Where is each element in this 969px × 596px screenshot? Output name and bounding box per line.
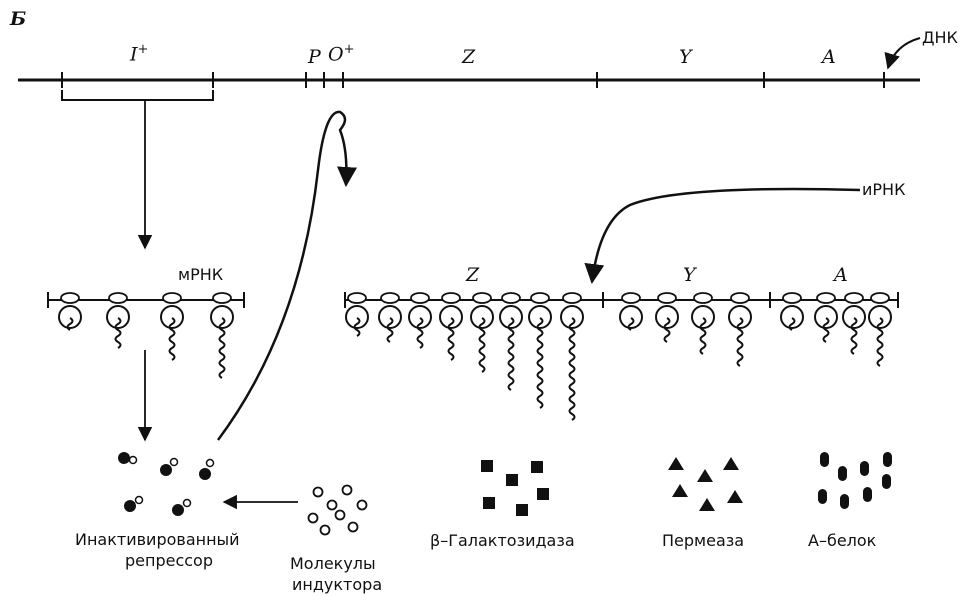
permease-molecules xyxy=(668,457,743,511)
ribosome xyxy=(528,292,552,409)
dna-label: ДНК xyxy=(922,28,958,47)
mrna-y-label: Y xyxy=(683,264,696,286)
panel-label: Б xyxy=(10,8,27,30)
inactivated-repressor-label-line1: Инактивированный xyxy=(75,530,240,549)
operator-superscript: + xyxy=(343,42,355,57)
a-protein-label: А–белок xyxy=(808,531,877,550)
operator-label: O+ xyxy=(328,42,355,66)
gene-i-superscript: + xyxy=(137,42,149,57)
galactosidase-label: β–Галактозидаза xyxy=(430,531,575,550)
ribosome xyxy=(780,292,804,331)
mrna-a-label: A xyxy=(834,264,848,286)
ribosome xyxy=(655,292,679,343)
ribosome xyxy=(842,292,866,355)
dna-strand xyxy=(18,72,920,88)
ribosome xyxy=(728,292,752,367)
ribosome xyxy=(408,292,432,349)
gene-a-label: A xyxy=(822,46,836,68)
repressor-operator-curve xyxy=(216,110,358,441)
repressor-ribosomes xyxy=(58,292,234,379)
gene-y-label: Y xyxy=(679,46,692,68)
i-gene-bracket xyxy=(61,90,214,101)
ribosome xyxy=(58,292,82,331)
inactivated-repressor-molecules xyxy=(118,452,215,516)
ribosome xyxy=(619,292,643,331)
lac-mrna-label: иРНК xyxy=(862,180,906,199)
ribosome xyxy=(560,292,584,421)
gene-i-label: I+ xyxy=(130,42,149,66)
ribosome xyxy=(470,292,494,373)
ribosome xyxy=(160,292,184,361)
ribosome xyxy=(378,292,402,343)
repressor-mrna-label: мРНК xyxy=(178,265,224,284)
ribosome xyxy=(439,292,463,361)
ribosome xyxy=(210,292,234,379)
ribosome xyxy=(345,292,369,337)
repressor-mrna xyxy=(47,292,245,308)
inducer-label-line2: индуктора xyxy=(292,575,383,594)
ribosome xyxy=(499,292,523,391)
ribosome xyxy=(814,292,838,343)
permease-label: Пермеаза xyxy=(662,531,745,550)
inducer-label-line1: Молекулы xyxy=(290,554,376,573)
lac-ribosomes xyxy=(345,292,892,421)
promoter-label: P xyxy=(308,46,321,68)
gene-z-label: Z xyxy=(462,46,476,68)
lac-mrna xyxy=(344,292,899,308)
ribosome xyxy=(106,292,130,349)
dna-pointer-arrow xyxy=(884,37,921,70)
galactosidase-molecules xyxy=(481,460,549,516)
inactivated-repressor-label-line2: репрессор xyxy=(125,551,213,570)
irna-pointer-arrow xyxy=(584,187,861,284)
a-protein-molecules xyxy=(818,452,892,509)
ribosome xyxy=(691,292,715,355)
mrna-z-label: Z xyxy=(466,264,480,286)
inducer-molecules xyxy=(307,484,368,536)
ribosome xyxy=(868,292,892,367)
